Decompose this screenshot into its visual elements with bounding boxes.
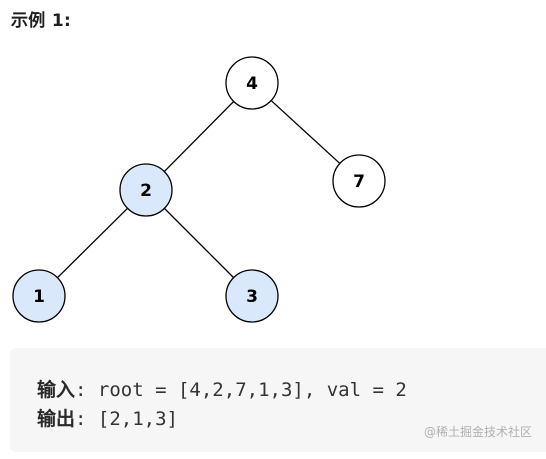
tree-edges <box>57 100 341 279</box>
input-label: 输入 <box>37 379 76 401</box>
tree-nodes: 4 2 7 1 3 <box>12 56 386 323</box>
tree-node-3: 3 <box>225 269 279 323</box>
output-label: 输出 <box>37 408 76 430</box>
edge-n4-n7 <box>270 100 341 164</box>
node-label: 7 <box>353 172 365 192</box>
input-colon: : <box>75 379 87 401</box>
input-value: root = [4,2,7,1,3], val = 2 <box>97 379 407 401</box>
input-line: 输入: root = [4,2,7,1,3], val = 2 <box>37 375 407 402</box>
node-label: 1 <box>33 287 45 307</box>
example-heading: 示例 1: <box>11 11 72 31</box>
tree-node-1: 1 <box>12 269 66 323</box>
tree-node-7: 7 <box>332 154 386 208</box>
watermark: @稀土掘金技术社区 <box>423 425 532 439</box>
output-line: 输出: [2,1,3] <box>37 404 178 431</box>
node-circle <box>225 269 279 323</box>
tree-node-4: 4 <box>225 56 279 110</box>
node-circle <box>12 269 66 323</box>
node-label: 2 <box>140 181 152 201</box>
binary-tree-diagram: 4 2 7 1 3 <box>12 56 386 323</box>
edge-n2-n3 <box>163 207 235 279</box>
example-code-box: 输入: root = [4,2,7,1,3], val = 2 输出: [2,1… <box>10 348 546 452</box>
node-circle <box>332 154 386 208</box>
node-label: 4 <box>246 74 258 94</box>
edge-n2-n1 <box>57 207 128 279</box>
output-value: [2,1,3] <box>97 408 178 430</box>
tree-node-2: 2 <box>119 163 173 217</box>
edge-n4-n2 <box>163 101 235 172</box>
node-label: 3 <box>246 287 258 307</box>
node-circle <box>119 163 173 217</box>
output-colon: : <box>75 408 87 430</box>
node-circle <box>225 56 279 110</box>
